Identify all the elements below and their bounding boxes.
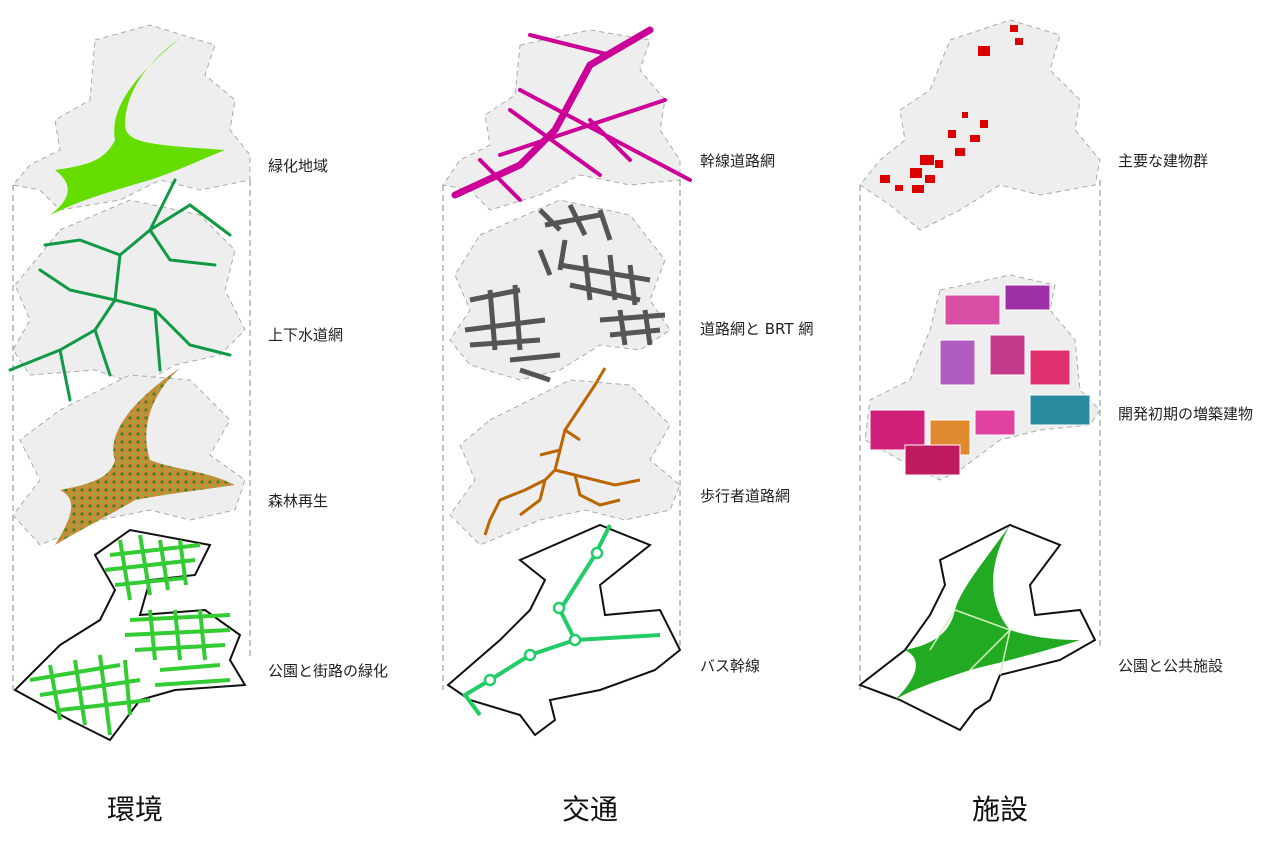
water-mains xyxy=(8,178,232,402)
park-shape xyxy=(895,525,1080,700)
column-title-transport: 交通 xyxy=(561,793,619,826)
road-grid xyxy=(464,203,666,383)
column-transport xyxy=(442,26,692,737)
water-lines xyxy=(8,178,232,402)
layer-bus-trunk xyxy=(446,523,682,737)
label-water-network: 上下水道網 xyxy=(268,326,344,344)
bus-stops xyxy=(483,546,604,687)
layer-green-zone xyxy=(12,24,251,215)
layer-parks-streets xyxy=(13,528,247,742)
pedestrian-lines xyxy=(483,367,641,536)
green-zone-shape xyxy=(50,38,225,215)
forest-shape xyxy=(55,368,235,545)
column-environment xyxy=(8,24,251,742)
layer-forest xyxy=(12,368,246,546)
label-arterial-roads: 幹線道路網 xyxy=(700,152,776,170)
building-blocks xyxy=(880,25,1023,193)
column-title-facilities: 施設 xyxy=(971,793,1029,826)
layer-pedestrian xyxy=(449,367,681,546)
layer-major-buildings xyxy=(859,19,1101,231)
label-forest: 森林再生 xyxy=(268,492,329,510)
label-bus-trunk: バス幹線 xyxy=(700,657,761,675)
label-road-brt: 道路網と BRT 網 xyxy=(700,320,814,338)
layer-water-network xyxy=(8,178,246,402)
column-title-environment: 環境 xyxy=(106,793,164,826)
label-major-buildings: 主要な建物群 xyxy=(1118,152,1209,170)
layer-road-brt xyxy=(449,199,671,383)
early-building-blocks xyxy=(869,284,1091,476)
label-pedestrian: 歩行者道路網 xyxy=(700,487,791,505)
label-parks-public: 公園と公共施設 xyxy=(1118,657,1224,675)
street-grid xyxy=(29,534,231,736)
column-facilities xyxy=(857,19,1101,732)
layer-parks-public xyxy=(857,523,1097,732)
label-parks-streets: 公園と街路の緑化 xyxy=(268,662,389,680)
layer-early-buildings xyxy=(864,274,1101,481)
arterial-lines xyxy=(451,26,692,202)
layer-arterial-roads xyxy=(442,26,692,211)
label-early-buildings: 開発初期の増築建物 xyxy=(1118,405,1254,423)
label-green-zone: 緑化地域 xyxy=(268,157,329,175)
